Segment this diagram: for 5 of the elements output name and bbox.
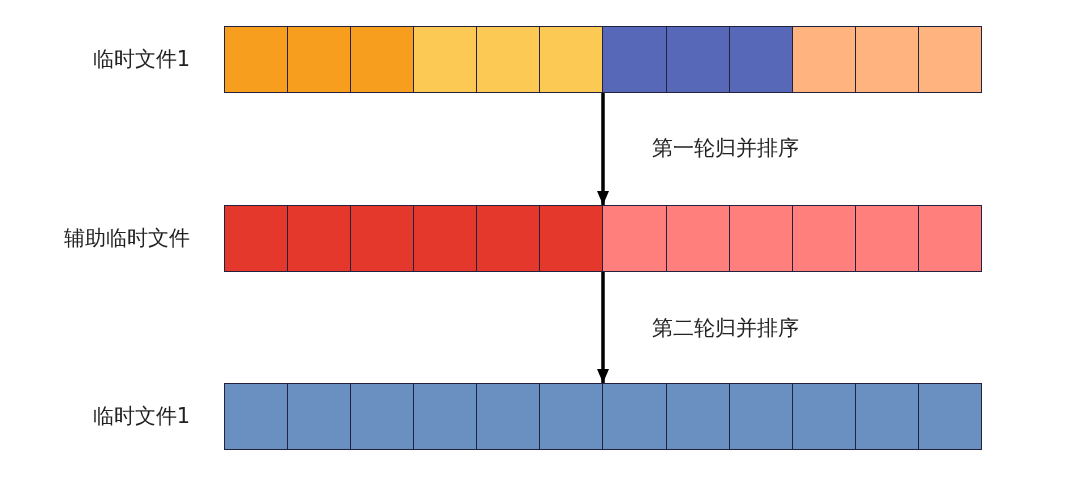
arrow <box>597 93 609 205</box>
arrow <box>597 272 609 383</box>
file-label: 临时文件1 <box>92 403 190 430</box>
file-label: 辅助临时文件 <box>64 225 190 252</box>
file-label: 临时文件1 <box>92 46 190 73</box>
